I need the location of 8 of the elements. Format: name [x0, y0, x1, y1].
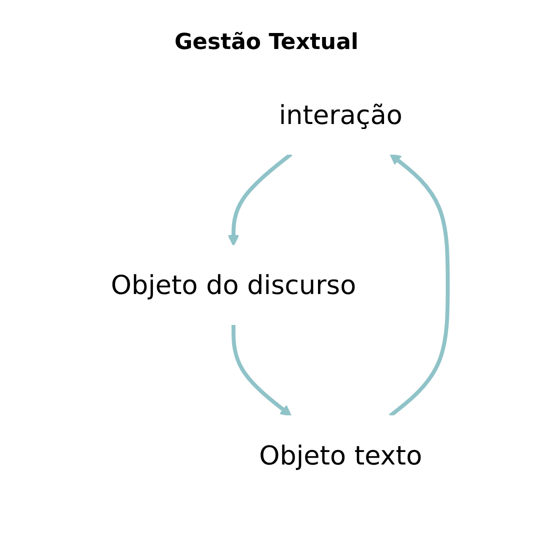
- node-text: Objeto texto: [259, 439, 422, 470]
- node-text: interação: [278, 98, 402, 130]
- node-text: Objeto do discurso: [110, 268, 356, 300]
- arrow: [388, 153, 450, 417]
- arrow: [232, 324, 292, 416]
- center-label: Gestão Textual: [174, 30, 358, 54]
- arrow: [228, 152, 292, 246]
- cycle-diagram: interação Objeto do discurso Objeto texto: [10, 64, 523, 504]
